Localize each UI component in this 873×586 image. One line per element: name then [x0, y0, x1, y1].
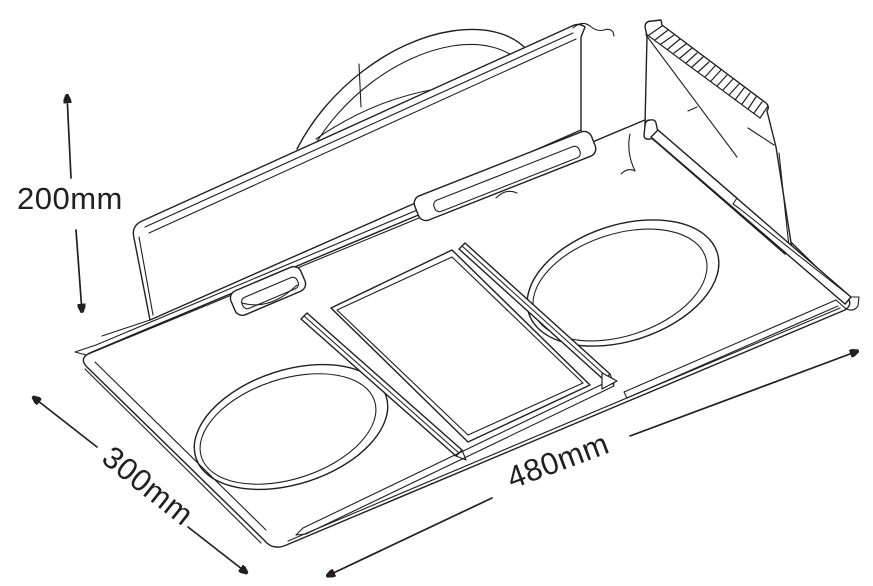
depth-arrow-upleft-icon: [33, 397, 98, 448]
depth-arrow-downright-icon: [187, 526, 247, 573]
diffuser-rail-right: [458, 242, 615, 385]
handle-slot-right: [413, 130, 597, 222]
width-arrow-right-icon: [629, 351, 858, 437]
side-flange: [650, 129, 860, 311]
dimension-height: 200mm: [17, 95, 123, 312]
vent-louvres-icon: [648, 25, 769, 119]
diffuser-rail-left: [300, 312, 467, 461]
power-cable-icon: [620, 133, 636, 175]
front-trim-right: [623, 299, 839, 399]
front-trim-left: [295, 379, 615, 536]
product-drawing: [74, 19, 860, 548]
heat-lamp-left: [193, 363, 389, 491]
height-dimension-label: 200mm: [17, 181, 123, 216]
height-arrow-up-icon: [67, 95, 72, 179]
height-arrow-down-icon: [75, 229, 82, 312]
handle-slot-left: [229, 265, 307, 317]
width-arrow-left-icon: [327, 497, 493, 576]
light-diffuser-panel: [330, 249, 591, 443]
housing-front-panel: [132, 22, 615, 321]
duct-spigot-icon: [296, 28, 529, 153]
alignment-marker-icon: [601, 372, 618, 390]
